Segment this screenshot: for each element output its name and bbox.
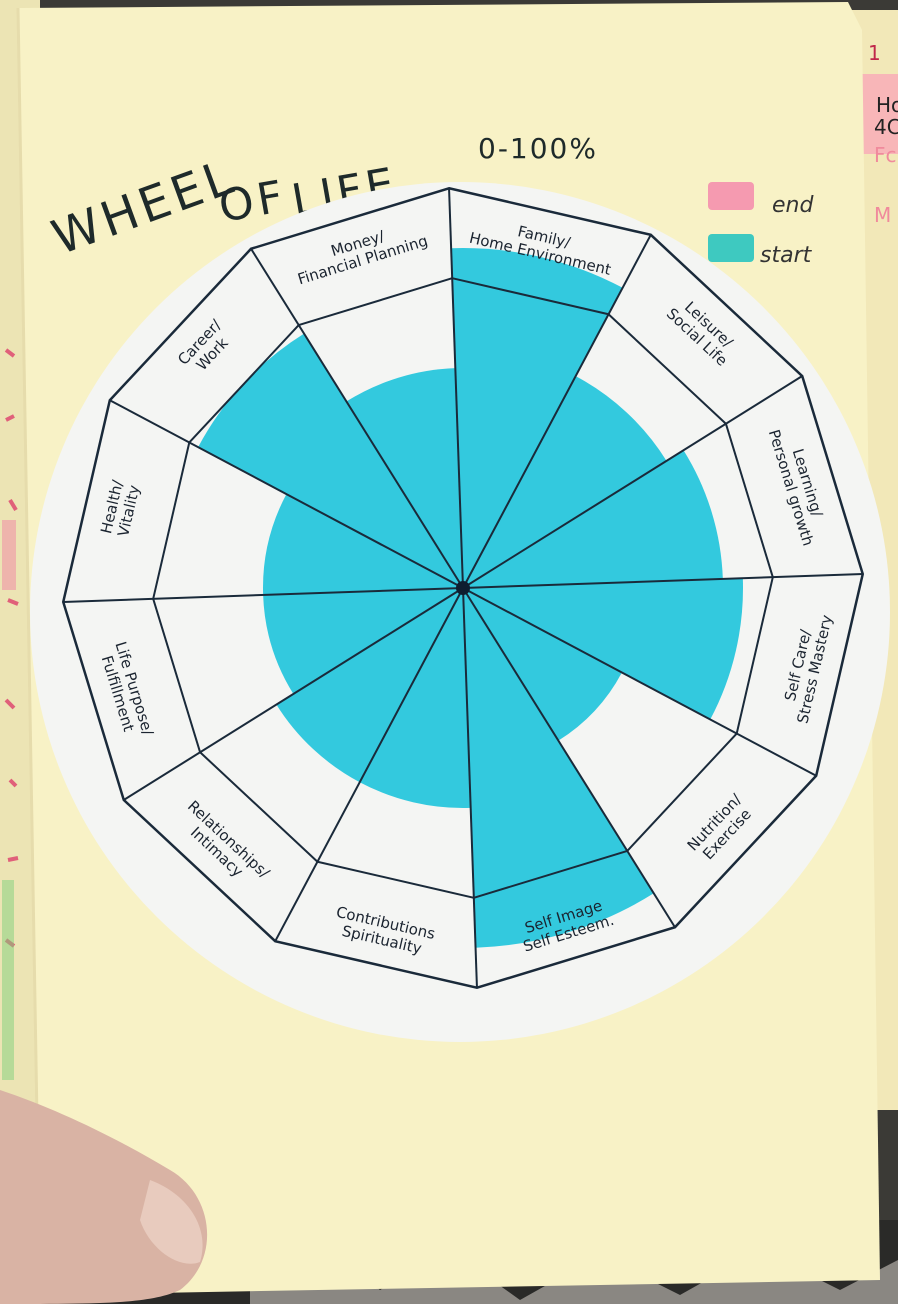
wheel-spoke bbox=[250, 248, 464, 589]
title-scale: 0-100% bbox=[478, 132, 598, 165]
next-page-fragment-4: M bbox=[874, 203, 891, 227]
legend-end-label: end bbox=[772, 193, 814, 218]
thumbnail-nail bbox=[140, 1180, 203, 1264]
score-wedge bbox=[463, 578, 743, 720]
wheel-spoke bbox=[448, 188, 464, 589]
wheel-spoke bbox=[63, 587, 464, 603]
label-cell-boundary bbox=[451, 277, 609, 316]
previous-page-highlight bbox=[2, 520, 16, 590]
label-cell-boundary bbox=[735, 576, 774, 734]
score-wedge bbox=[463, 376, 667, 588]
legend-start-label: start bbox=[760, 243, 813, 268]
legend: end start bbox=[708, 182, 814, 268]
wheel-spoke bbox=[274, 587, 464, 942]
legend-end-swatch bbox=[708, 182, 754, 210]
wheel-spoke bbox=[462, 573, 863, 589]
previous-page-green-mark bbox=[2, 880, 14, 1080]
wheel-spoke bbox=[123, 587, 464, 801]
label-cell-boundary bbox=[473, 849, 628, 899]
label-cell-boundary bbox=[626, 732, 738, 852]
wheel-spoke bbox=[462, 587, 817, 777]
score-wedge bbox=[346, 368, 463, 588]
score-wedge bbox=[198, 333, 463, 588]
previous-page-ink-marks bbox=[4, 348, 19, 948]
score-wedge bbox=[463, 450, 723, 588]
legend-start-swatch bbox=[708, 234, 754, 262]
label-cell-boundary bbox=[199, 751, 319, 863]
next-page-fragment-2: 4C bbox=[874, 115, 898, 139]
center-dot bbox=[456, 581, 470, 595]
label-cell-boundary bbox=[298, 277, 453, 327]
thumb bbox=[0, 1090, 208, 1304]
next-page-highlight bbox=[860, 74, 898, 154]
next-page-number: 1 bbox=[868, 41, 881, 65]
label-cell-boundary bbox=[317, 860, 475, 899]
score-wedge bbox=[451, 248, 623, 588]
wheel-spoke bbox=[109, 399, 464, 589]
score-wedge bbox=[463, 588, 622, 741]
score-wedge bbox=[359, 588, 471, 808]
next-page-fragment-1: Ho bbox=[876, 93, 898, 117]
score-wedge bbox=[263, 494, 463, 595]
label-cell-boundary bbox=[152, 598, 202, 753]
label-cell-boundary bbox=[607, 313, 727, 425]
label-cell-boundary bbox=[152, 442, 191, 600]
score-wedge bbox=[276, 588, 463, 783]
wheel-spoke bbox=[462, 587, 478, 988]
wheel-spoke bbox=[462, 587, 676, 928]
label-cell-boundary bbox=[724, 423, 774, 578]
label-cell-boundary bbox=[188, 324, 300, 444]
page-spine-shadow bbox=[16, 7, 42, 1296]
score-wedge bbox=[263, 588, 463, 694]
wheel-spoke bbox=[462, 375, 803, 589]
next-page-fragment-3: Fc bbox=[874, 143, 897, 167]
wheel-spoke bbox=[462, 234, 652, 589]
